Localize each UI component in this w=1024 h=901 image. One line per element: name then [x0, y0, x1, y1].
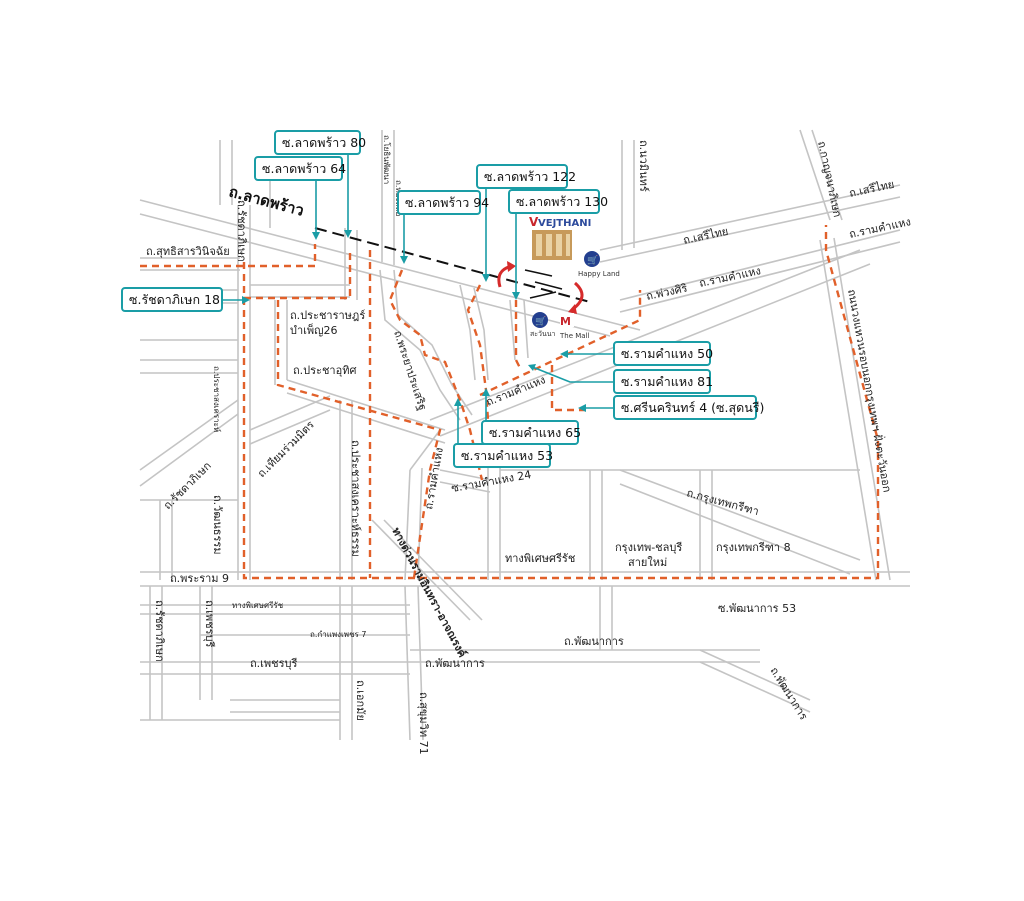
road-label-sri-rat: ทางพิเศษศรีรัช	[232, 601, 284, 610]
road-label-pracharat-bamphen-2: บำเพ็ญ26	[290, 323, 338, 337]
pointer-arrow-icon	[528, 364, 536, 371]
happy-land-label: Happy Land	[578, 270, 620, 278]
callout-label: ซ.ลาดพร้าว 94	[405, 195, 489, 210]
road-label-sukhumvit-71: ถ.สุขุมวิท 71	[417, 692, 430, 755]
pointer-arrow-icon	[312, 232, 320, 240]
road-label-pracharat-bamphen: ถ.ประชาราษฎร์	[290, 309, 365, 322]
callout-ramkhamhaeng-50[interactable]: ซ.รามคำแหง 50	[613, 341, 713, 366]
pointer-arrow-icon	[560, 350, 568, 358]
callout-ramkhamhaeng-65[interactable]: ซ.รามคำแหง 65	[481, 420, 581, 445]
road-label-soi-24: ซ.รามคำแหง 24	[450, 468, 532, 495]
road-label-ratchada-vertical: ถ.รัชดาภิเษก	[235, 200, 248, 262]
road-label-bangkok-chonburi-2: สายใหม่	[628, 556, 667, 569]
pointer-arrow-icon	[242, 296, 250, 304]
road-label-phetchaburi: ถ.เพชรบุรี	[250, 657, 298, 670]
svg-text:M: M	[560, 315, 571, 328]
callout-label: ซ.รัชดาภิเษก 18	[129, 292, 220, 307]
callout-ramkhamhaeng-81[interactable]: ซ.รามคำแหง 81	[613, 369, 713, 394]
u-turn-arrows	[497, 261, 584, 314]
callout-lat-phrao-80[interactable]: ซ.ลาดพร้าว 80	[274, 130, 366, 155]
road-label-ratchada-bottom: ถ.รัชดาภิเษก	[153, 600, 166, 662]
callout-label: ซ.รามคำแหง 81	[621, 374, 713, 389]
callout-label: ซ.ลาดพร้าว 80	[282, 135, 366, 150]
pointer-arrow-icon	[454, 398, 462, 406]
pointer-arrow-icon	[482, 388, 490, 396]
callout-label: ซ.ศรีนครินทร์ 4 (ซ.สุดนรี)	[621, 400, 764, 416]
road-label-kamphaeng-phet-7: ถ.กำแพงเพชร 7	[310, 630, 366, 639]
road-label-pracha-uthit: ถ.ประชาอุทิศ	[293, 364, 356, 377]
cart-icon	[584, 251, 600, 267]
road-label-bangkok-chonburi-1: กรุงเทพ-ชลบุรี	[615, 541, 682, 554]
road-label-ekkamai: ถ.เอกมัย	[354, 680, 367, 721]
road-label-soi-phatthanakan-53: ซ.พัฒนาการ 53	[718, 602, 796, 615]
callout-label: ซ.ลาดพร้าว 64	[262, 161, 346, 176]
road-label-wattanatham: ถ.วัฒนธรรม	[211, 495, 224, 555]
road-label-sutthisan: ถ.สุทธิสารวินิจฉัย	[146, 245, 230, 258]
v-logo-icon: V	[529, 215, 539, 229]
road-label-thiam-ruam-mit: ถ.เทียมร่วมมิตร	[255, 418, 317, 480]
pointer-arrow-icon	[512, 292, 520, 300]
road-label-phatthanakan-2: ถ.พัฒนาการ	[564, 635, 624, 648]
callout-lat-phrao-64[interactable]: ซ.ลาดพร้าว 64	[254, 156, 346, 181]
callout-pointers	[222, 152, 614, 446]
svg-text:🛒: 🛒	[535, 315, 546, 327]
callout-label: ซ.รามคำแหง 65	[489, 425, 581, 440]
cart-icon	[532, 312, 548, 328]
road-label-ramkhamhaeng-vertical: ถ.รามคำแหง	[422, 446, 446, 510]
big-c-marker[interactable]: 🛒 สะวันนา	[530, 312, 556, 338]
road-label-ramkhamhaeng-top-right: ถ.รามคำแหง	[848, 215, 912, 241]
callout-lat-phrao-122[interactable]: ซ.ลาดพร้าว 122	[476, 164, 576, 189]
road-label-special-road: ทางพิเศษศรีรัช	[505, 552, 575, 565]
svg-text:🛒: 🛒	[587, 254, 598, 266]
road-label-pracha-songkhro-left: ถ.ประชาสงเคราะห์	[212, 366, 222, 432]
callout-ratchadaphisek-18[interactable]: ซ.รัชดาภิเษก 18	[121, 287, 223, 312]
vejthani-hospital-marker[interactable]: V VEJTHANI	[529, 215, 591, 260]
callout-label: ซ.ลาดพร้าว 122	[484, 169, 576, 184]
hospital-name: VEJTHANI	[538, 218, 591, 229]
road-label-phetchaburi-vertical: ถ.เพชรบุรี	[203, 600, 216, 648]
road-label-seri-thai-1: ถ.เสรีไทย	[682, 225, 729, 247]
callout-label: ซ.รามคำแหง 50	[621, 346, 713, 361]
happy-land-marker[interactable]: 🛒 Happy Land	[578, 251, 620, 278]
callout-label: ซ.รามคำแหง 53	[461, 448, 553, 463]
big-c-label: สะวันนา	[530, 330, 556, 338]
road-label-pradit-manutham: ถ.ประชาสงเคราะห์ธรรม	[349, 440, 362, 557]
the-mall-label: The Mall	[559, 332, 590, 340]
u-turn-arrow-head-right	[568, 304, 577, 314]
pointer-arrow-icon	[482, 274, 490, 282]
road-label-nawamin: ถ.นวมินทร์	[637, 140, 650, 192]
callout-label: ซ.ลาดพร้าว 130	[516, 194, 608, 209]
callout-srinakarin-4[interactable]: ซ.ศรีนครินทร์ 4 (ซ.สุดนรี)	[613, 395, 764, 420]
black-dashed-guide	[314, 227, 591, 303]
road-label-krungthep-kritha-8: กรุงเทพกรีฑา 8	[716, 541, 791, 554]
road-label-seri-thai-2: ถ.เสรีไทย	[848, 178, 895, 200]
pointer-arrow-icon	[400, 256, 408, 264]
callout-lat-phrao-130[interactable]: ซ.ลาดพร้าว 130	[508, 189, 608, 214]
road-label-motorway: ทางด่วนรามอินทรา-อาจณรงค์	[389, 525, 469, 659]
u-turn-arrow-head-left	[507, 261, 516, 272]
road-label-ramkhamhaeng-right: ถ.รามคำแหง	[698, 264, 762, 290]
road-label-phatthanakan-diag: ถ.พัฒนาการ	[767, 665, 810, 723]
road-label-kanchanaphisek: ถ.กาญจนาภิเษก	[815, 140, 844, 218]
the-mall-icon	[560, 313, 574, 327]
the-mall-marker[interactable]: M The Mall	[559, 313, 590, 340]
callout-ramkhamhaeng-53[interactable]: ซ.รามคำแหง 53	[453, 443, 553, 468]
pointer-arrow-icon	[578, 404, 586, 412]
road-label-ratchada-left: ถ.รัชดาภิเษก	[161, 459, 214, 512]
road-label-phatthanakan-1: ถ.พัฒนาการ	[425, 657, 485, 670]
callout-lat-phrao-94[interactable]: ซ.ลาดพร้าว 94	[397, 190, 489, 215]
road-label-yothin: ถ.โยธินพัฒนา	[382, 135, 392, 184]
pointer-arrow-icon	[344, 230, 352, 238]
road-label-rama-9: ถ.พระราม 9	[170, 572, 229, 585]
